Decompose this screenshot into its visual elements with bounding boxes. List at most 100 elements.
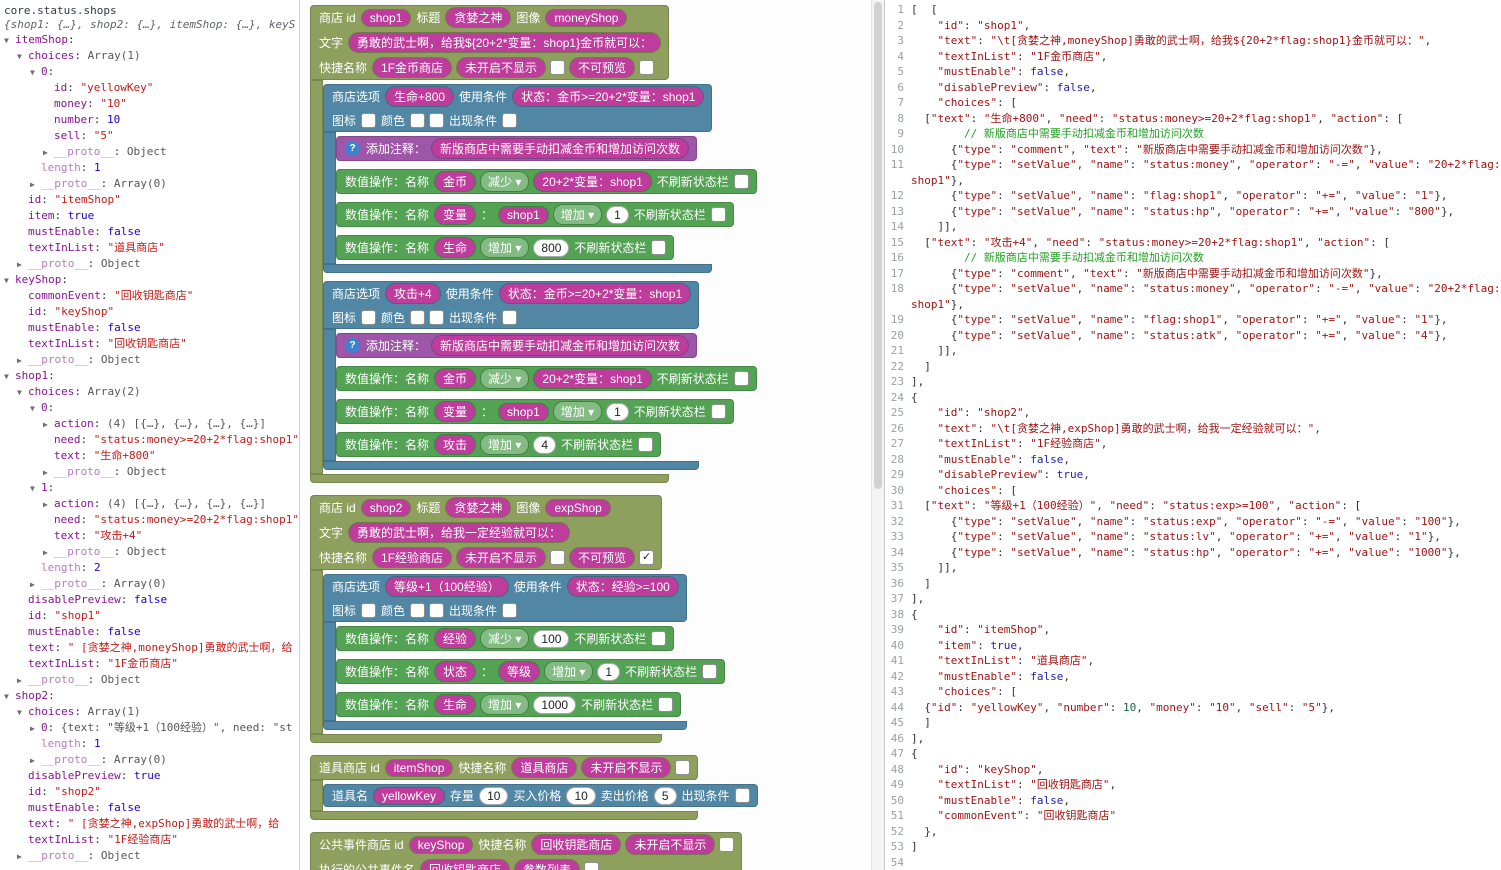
text-field[interactable]: 金币 — [435, 172, 476, 191]
text-field[interactable]: 道具商店 — [512, 758, 577, 777]
checkbox-field[interactable] — [703, 665, 717, 678]
collapse-arrow-icon[interactable]: ▼ — [4, 372, 9, 381]
collapse-arrow-icon[interactable]: ▼ — [30, 484, 35, 493]
text-field[interactable]: 新版商店中需要手动扣减金币和增加访问次数 — [432, 336, 689, 355]
dropdown-field[interactable]: 减少 ▾ — [481, 629, 529, 648]
collapse-arrow-icon[interactable]: ▼ — [4, 36, 9, 45]
text-field[interactable]: shop1 — [361, 9, 411, 26]
text-field[interactable]: shop2 — [361, 499, 411, 516]
collapse-arrow-icon[interactable]: ▼ — [30, 68, 35, 77]
checkbox-field[interactable] — [734, 175, 748, 188]
expand-arrow-icon[interactable]: ▶ — [43, 148, 48, 157]
expand-arrow-icon[interactable]: ▶ — [17, 356, 22, 365]
text-field[interactable]: 勇敢的武士啊，给我一定经验就可以： — [349, 523, 570, 542]
collapse-arrow-icon[interactable]: ▼ — [17, 52, 22, 61]
collapse-arrow-icon[interactable]: ▼ — [30, 404, 35, 413]
empty-field[interactable] — [735, 789, 749, 802]
text-field[interactable]: keyShop — [409, 836, 473, 853]
checkbox-field[interactable] — [711, 405, 725, 418]
dropdown-field[interactable]: 增加 ▾ — [481, 435, 529, 454]
expand-arrow-icon[interactable]: ▶ — [43, 548, 48, 557]
empty-field[interactable] — [430, 114, 444, 127]
help-icon[interactable]: ? — [345, 141, 360, 156]
text-field[interactable]: 生命 — [435, 238, 476, 257]
text-field[interactable]: shop1 — [499, 206, 548, 223]
checkbox-field[interactable] — [652, 632, 666, 645]
empty-field[interactable] — [585, 863, 599, 870]
expand-arrow-icon[interactable]: ▶ — [30, 180, 35, 189]
value-field[interactable]: 1 — [607, 206, 628, 223]
text-field[interactable]: 勇敢的武士啊，给我${20+2*变量：shop1}金币就可以： — [349, 33, 661, 52]
collapse-arrow-icon[interactable]: ▼ — [17, 708, 22, 717]
expand-arrow-icon[interactable]: ▶ — [17, 852, 22, 861]
dropdown-field[interactable]: 减少 ▾ — [481, 172, 529, 191]
text-field[interactable]: 攻击 — [435, 435, 476, 454]
checkbox-field[interactable] — [711, 208, 725, 221]
empty-field[interactable] — [411, 604, 425, 617]
empty-field[interactable] — [503, 604, 517, 617]
text-field[interactable]: 20+2*变量：shop1 — [534, 369, 651, 388]
dropdown-field[interactable]: 增加 ▾ — [481, 695, 529, 714]
checkbox-field[interactable] — [551, 551, 565, 564]
dropdown-field[interactable]: 增加 ▾ — [553, 402, 602, 421]
empty-field[interactable] — [503, 311, 517, 324]
value-field[interactable]: 100 — [534, 630, 569, 647]
expand-arrow-icon[interactable]: ▶ — [30, 724, 35, 733]
checkbox-field[interactable] — [551, 61, 565, 74]
empty-field[interactable] — [411, 114, 425, 127]
text-field[interactable]: 生命 — [435, 695, 476, 714]
dropdown-field[interactable]: 减少 ▾ — [481, 369, 529, 388]
checkbox-field[interactable] — [720, 838, 734, 851]
expand-arrow-icon[interactable]: ▶ — [30, 756, 35, 765]
text-field[interactable]: 状态：经验>=100 — [567, 577, 678, 596]
empty-field[interactable] — [430, 311, 444, 324]
checkbox-field[interactable] — [676, 761, 690, 774]
empty-field[interactable] — [362, 604, 376, 617]
expand-arrow-icon[interactable]: ▶ — [30, 580, 35, 589]
checkbox-field[interactable] — [734, 372, 748, 385]
workspace-scrollbar[interactable] — [871, 0, 884, 870]
text-field[interactable]: 新版商店中需要手动扣减金币和增加访问次数 — [432, 139, 689, 158]
object-inspector-panel[interactable]: core.status.shops {shop1: {…}, shop2: {…… — [0, 0, 300, 870]
text-field[interactable]: 金币 — [435, 369, 476, 388]
collapse-arrow-icon[interactable]: ▼ — [4, 276, 9, 285]
text-field[interactable]: itemShop — [385, 759, 453, 776]
text-field[interactable]: yellowKey — [374, 787, 445, 804]
text-field[interactable]: 等级+1（100经验） — [386, 577, 508, 596]
checkbox-field[interactable]: ✓ — [640, 551, 654, 564]
expand-arrow-icon[interactable]: ▶ — [17, 676, 22, 685]
text-field[interactable]: 变量 — [435, 402, 476, 421]
text-field[interactable]: 变量 — [435, 205, 476, 224]
comment-block-head[interactable]: ?添加注释：新版商店中需要手动扣减金币和增加访问次数 — [336, 136, 698, 161]
checkbox-field[interactable] — [640, 61, 654, 74]
text-field[interactable]: 状态：金币>=20+2*变量：shop1 — [513, 87, 704, 106]
collapse-arrow-icon[interactable]: ▼ — [4, 692, 9, 701]
text-field[interactable]: 未开启不显示 — [582, 758, 671, 777]
collapse-arrow-icon[interactable]: ▼ — [17, 388, 22, 397]
expand-arrow-icon[interactable]: ▶ — [43, 420, 48, 429]
value-field[interactable]: 1000 — [534, 696, 576, 713]
text-field[interactable]: 1F金币商店 — [373, 58, 452, 77]
text-field[interactable]: 经验 — [435, 629, 476, 648]
text-field[interactable]: 不可预览 — [570, 58, 635, 77]
empty-field[interactable] — [362, 311, 376, 324]
value-field[interactable]: 1 — [598, 663, 620, 680]
empty-field[interactable] — [430, 604, 444, 617]
comment-block-head[interactable]: ?添加注释：新版商店中需要手动扣减金币和增加访问次数 — [336, 333, 698, 358]
dropdown-field[interactable]: 增加 ▾ — [481, 238, 529, 257]
empty-field[interactable] — [362, 114, 376, 127]
text-field[interactable]: 不可预览 — [570, 548, 635, 567]
help-icon[interactable]: ? — [345, 338, 360, 353]
